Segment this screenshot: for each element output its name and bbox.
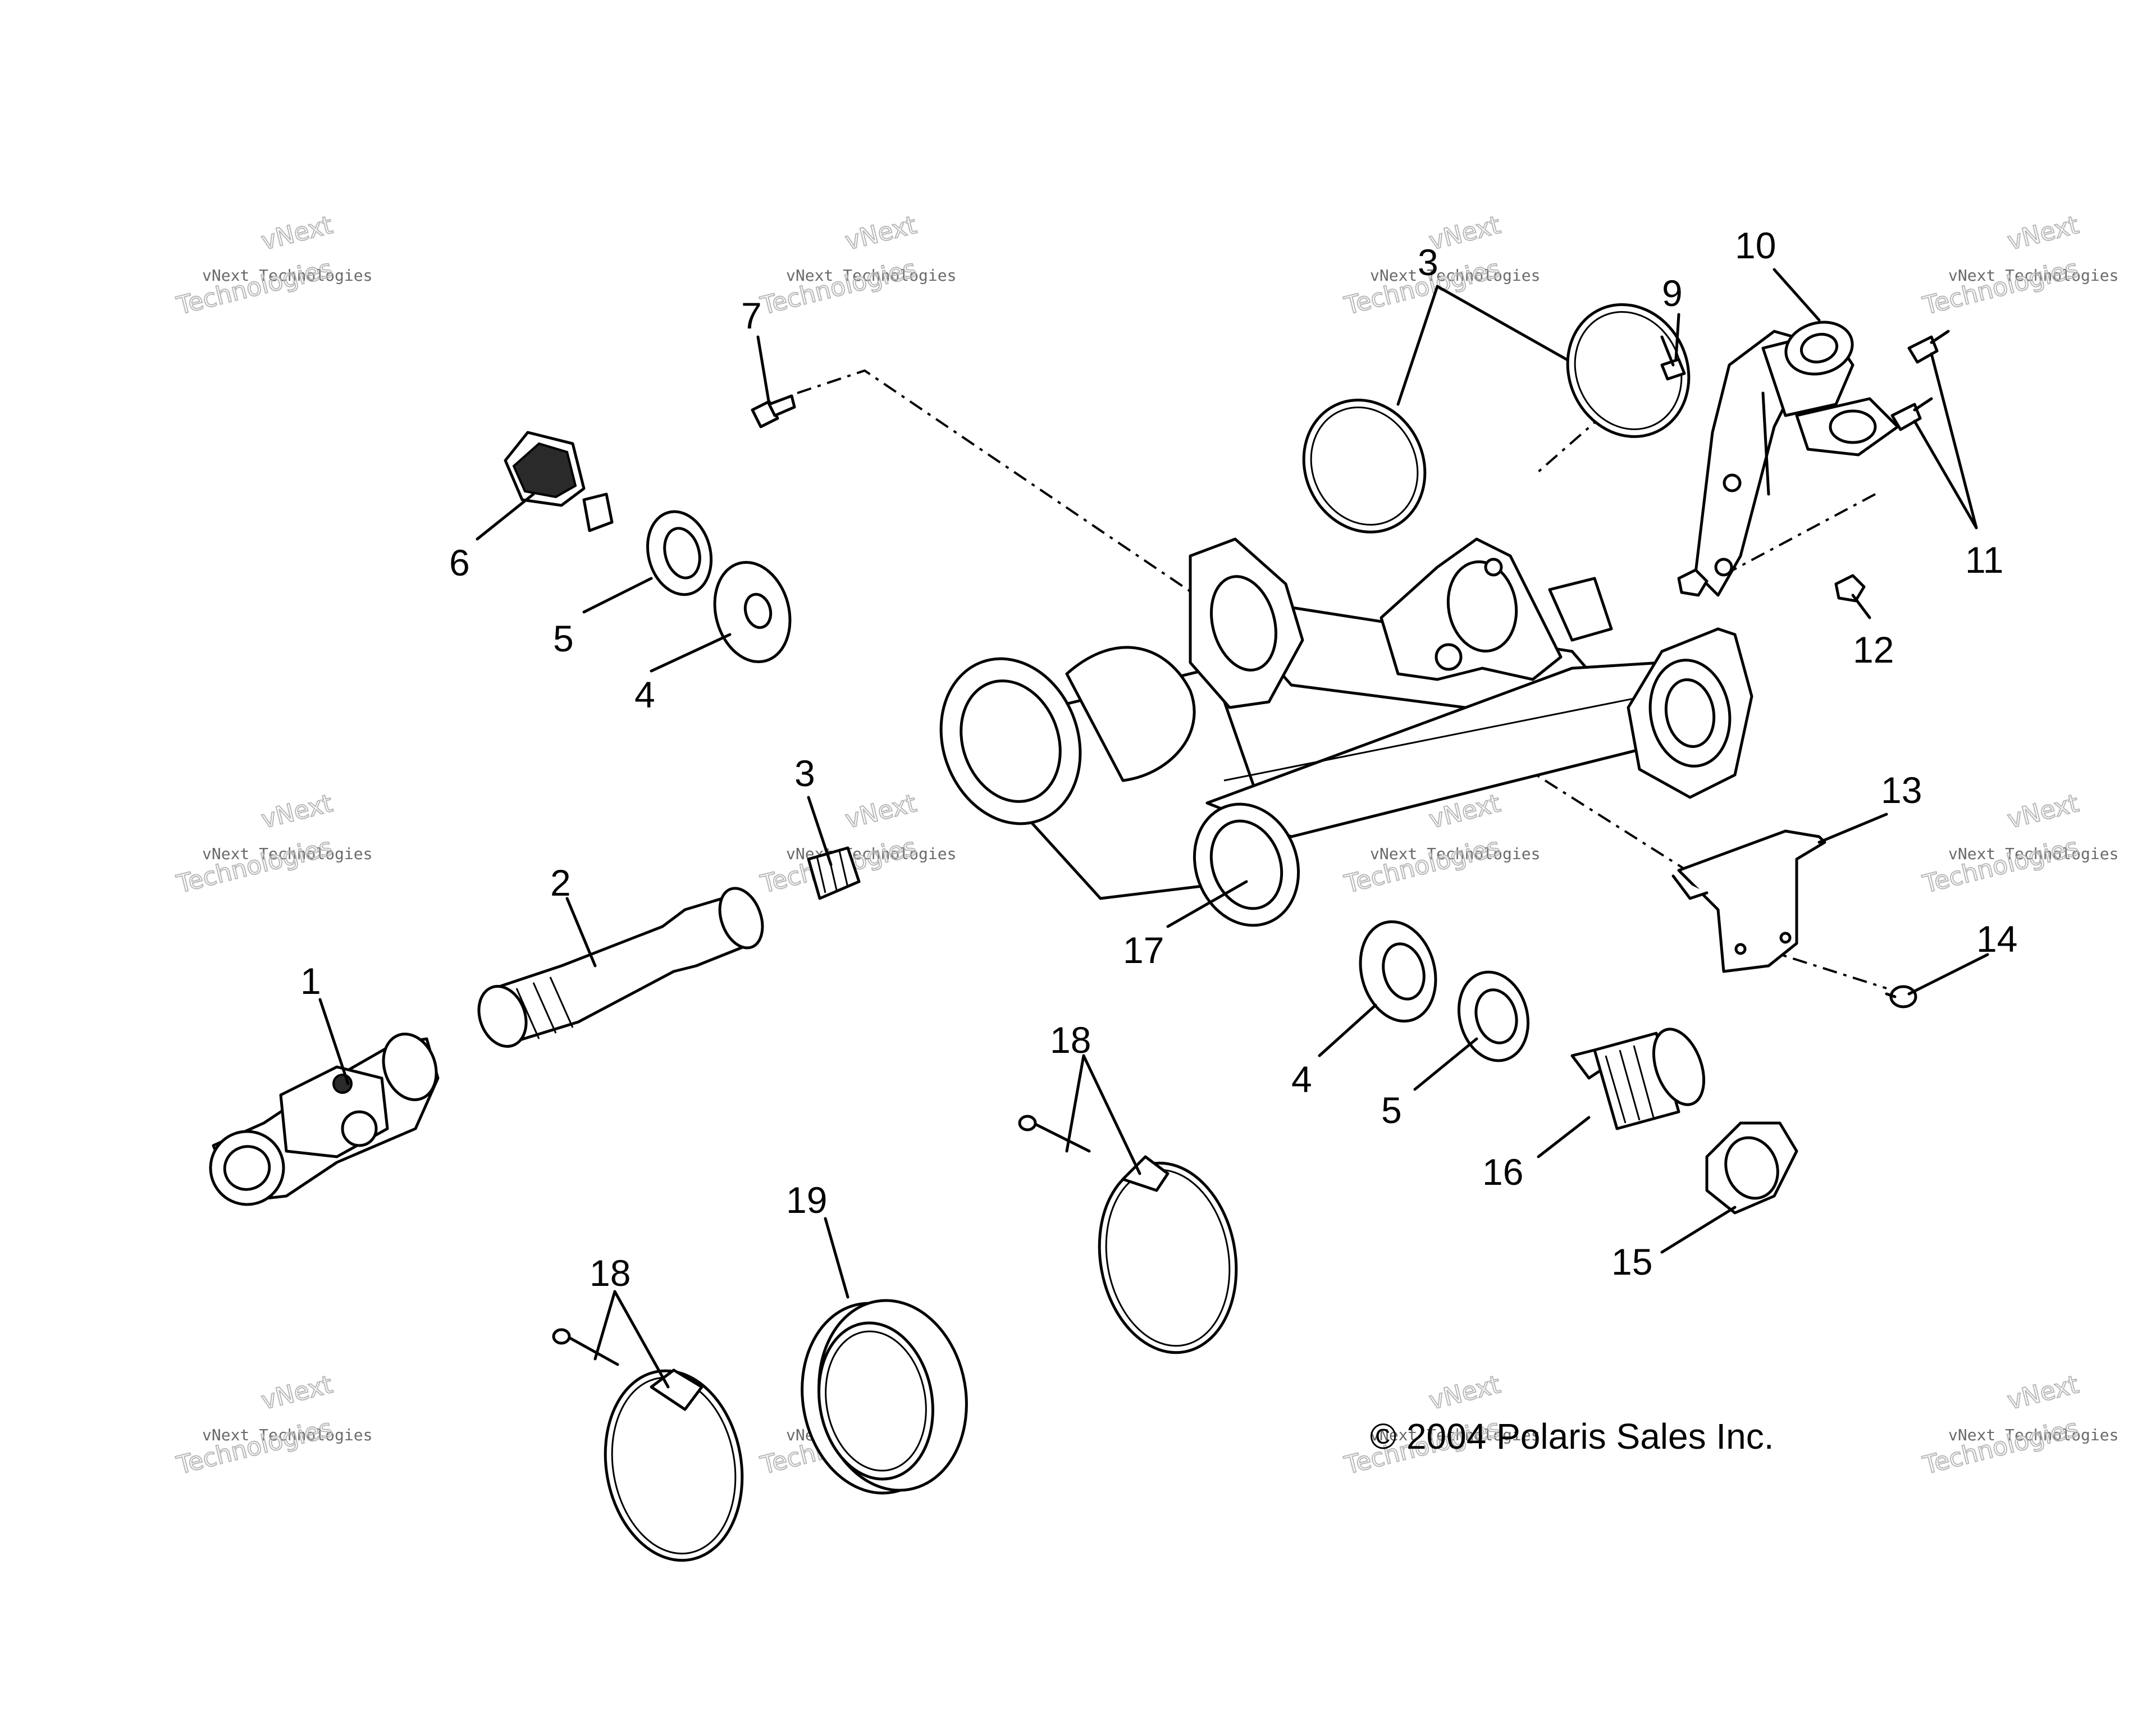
drive-shaft-part-2 (477, 887, 764, 1048)
svg-text:vNext: vNext (2004, 789, 2081, 834)
watermark: vNext vNext Technologies Technologies (1919, 788, 2118, 900)
spring-part-3 (807, 846, 861, 900)
svg-text:vNext Technologies: vNext Technologies (1370, 266, 1540, 285)
callout-8: 3 (1418, 241, 1438, 283)
bolt-part-11-a (1907, 330, 1950, 364)
callout-5-lower: 5 (1381, 1089, 1402, 1131)
o-ring-part-8-left (1302, 399, 1427, 533)
screw-part-14 (1885, 985, 1917, 1008)
svg-text:vNext: vNext (258, 211, 335, 256)
bushing-part-16 (1570, 1028, 1706, 1130)
callout-5: 5 (553, 618, 574, 659)
seal-part-5-lower (1457, 970, 1530, 1062)
svg-text:vNext Technologies: vNext Technologies (202, 845, 372, 863)
watermark: vNext vNext Technologies Technologies (1919, 1370, 2118, 1481)
svg-text:vNext Technologies: vNext Technologies (1948, 1426, 2118, 1444)
callout-2: 2 (550, 862, 571, 903)
svg-text:vNext: vNext (842, 211, 919, 256)
svg-text:Technologies: Technologies (1920, 1414, 2081, 1480)
svg-text:vNext Technologies: vNext Technologies (202, 266, 372, 285)
svg-text:vNext Technologies: vNext Technologies (1948, 266, 2118, 285)
callout-7: 7 (741, 295, 762, 336)
callout-18-lower: 18 (590, 1252, 631, 1294)
watermark: vNext vNext Technologies Technologies (173, 788, 372, 900)
bolt-part-7 (751, 394, 796, 428)
washer-part-4-upper (713, 560, 792, 664)
o-ring-part-8-right (1566, 303, 1691, 438)
svg-text:Technologies: Technologies (173, 1414, 335, 1480)
callout-13: 13 (1881, 769, 1922, 811)
svg-text:vNext: vNext (1426, 1370, 1503, 1416)
nut-part-15 (1705, 1121, 1798, 1215)
svg-text:vNext: vNext (258, 1370, 335, 1416)
bracket-part-10 (1694, 321, 1899, 597)
u-joint-part-1 (209, 1033, 440, 1206)
svg-text:vNext Technologies: vNext Technologies (202, 1426, 372, 1444)
svg-text:Technologies: Technologies (173, 254, 335, 321)
bolt-part-9 (1660, 335, 1686, 381)
callout-10: 10 (1735, 225, 1776, 266)
svg-text:vNext Technologies: vNext Technologies (1370, 1426, 1540, 1444)
guard-plate-part-13 (1671, 829, 1826, 973)
watermark: vNext vNext Technologies Technologies (1919, 210, 2118, 321)
watermark: vNext vNext Technologies Technologies (1341, 210, 1540, 321)
copyright-notice: © 2004 Polaris Sales Inc. (1370, 1416, 1774, 1457)
svg-text:vNext Technologies: vNext Technologies (1948, 845, 2118, 863)
watermark: vNext vNext Technologies Technologies (173, 1370, 372, 1481)
callout-11: 11 (1965, 539, 2004, 581)
svg-text:vNext: vNext (2004, 211, 2081, 256)
bushing-part-6 (504, 431, 614, 532)
svg-text:Technologies: Technologies (1920, 833, 2081, 899)
svg-text:Technologies: Technologies (1920, 254, 2081, 321)
watermark: vNext vNext Technologies Technologies (757, 210, 956, 321)
callout-19: 19 (786, 1179, 827, 1221)
callout-15: 15 (1611, 1241, 1652, 1283)
nut-part-12 (1834, 574, 1866, 603)
swing-arm-part-17 (939, 537, 1753, 927)
callout-9: 9 (1662, 272, 1683, 314)
bolt-part-11-b (1890, 397, 1933, 431)
nut-left-bracket (1677, 568, 1709, 597)
callout-3: 3 (794, 752, 815, 794)
svg-text:vNext: vNext (2004, 1370, 2081, 1416)
svg-text:Technologies: Technologies (1341, 833, 1503, 899)
seal-part-5-upper (646, 510, 713, 596)
svg-text:vNext Technologies: vNext Technologies (1370, 845, 1540, 863)
callout-14: 14 (1976, 918, 2017, 960)
callout-4: 4 (634, 674, 655, 715)
svg-text:vNext: vNext (842, 789, 919, 834)
callout-6: 6 (449, 542, 470, 583)
callout-17: 17 (1123, 929, 1164, 971)
callout-1: 1 (300, 960, 321, 1002)
leader-lines (318, 268, 1989, 1389)
boot-part-19 (801, 1299, 968, 1495)
svg-text:Technologies: Technologies (173, 833, 335, 899)
callout-12: 12 (1853, 629, 1894, 670)
callout-4-lower: 4 (1291, 1058, 1312, 1100)
callout-16: 16 (1482, 1151, 1523, 1193)
bearing-part-4-lower (1359, 920, 1437, 1023)
watermark: vNext vNext Technologies Technologies (173, 210, 372, 321)
callout-18-upper: 18 (1050, 1019, 1091, 1061)
clamp-part-18-upper (1018, 1115, 1238, 1354)
svg-text:vNext: vNext (258, 789, 335, 834)
callout-labels: 1 2 3 4 5 6 7 3 9 10 11 12 13 14 15 16 1… (300, 225, 2017, 1294)
svg-text:vNext Technologies: vNext Technologies (786, 266, 956, 285)
clamp-part-18-lower (552, 1328, 744, 1562)
svg-text:Technologies: Technologies (757, 254, 919, 321)
